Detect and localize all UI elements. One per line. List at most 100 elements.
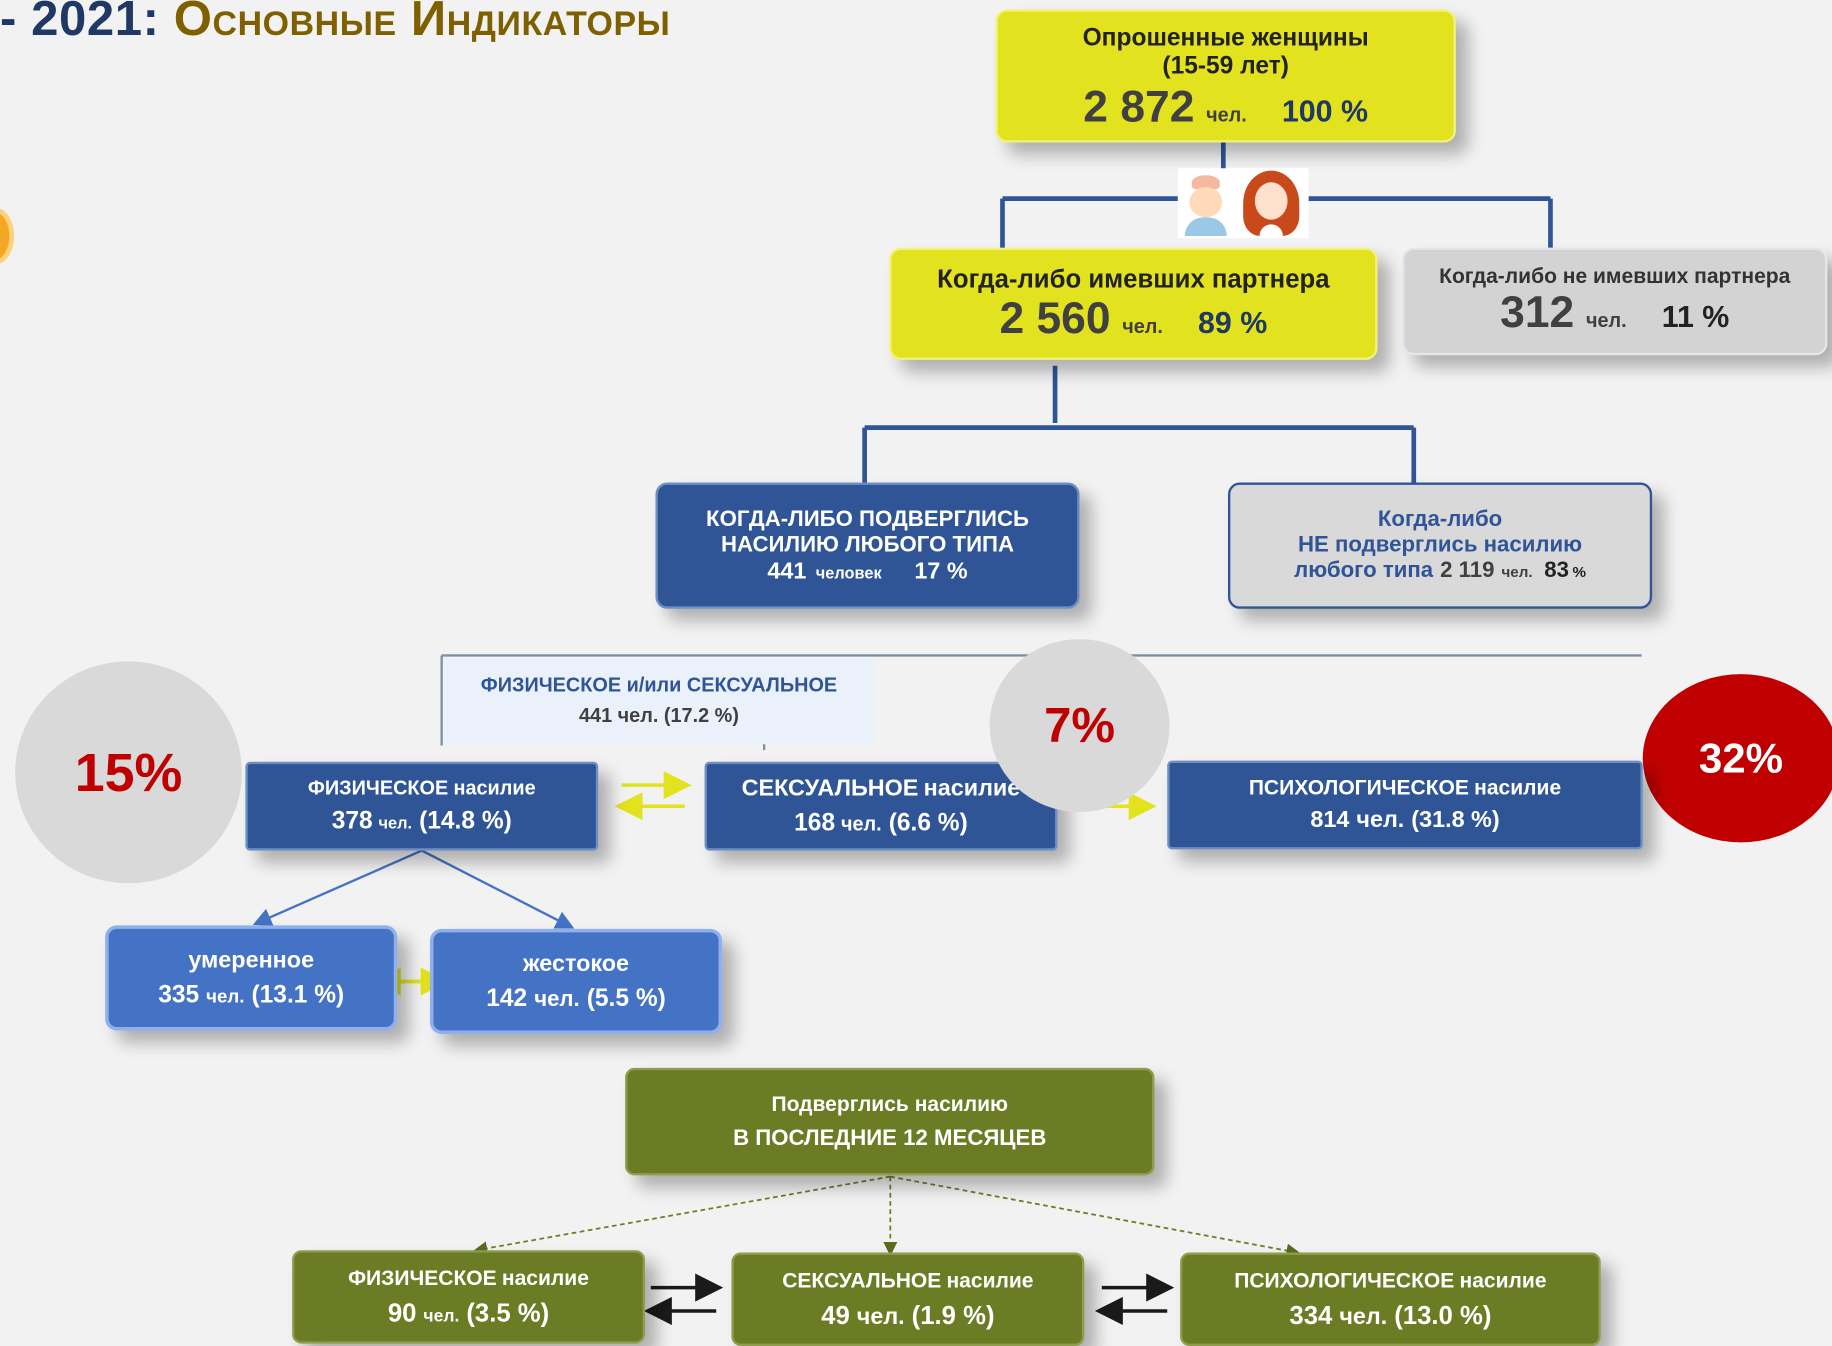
title-prefix: - 2021: xyxy=(0,0,160,46)
violence-any-line2: НАСИЛИЮ ЛЮБОГО ТИПА xyxy=(721,532,1015,557)
no-violence-line2: НЕ подверглись насилию xyxy=(1298,532,1583,558)
psych-violence-box: ПСИХОЛОГИЧЕСКОЕ насилие 814 чел. (31.8 %… xyxy=(1167,760,1643,850)
young-woman-icon xyxy=(1239,170,1304,237)
severe-unit: чел. xyxy=(534,986,580,1012)
last12-sexual-percent: (1.9 %) xyxy=(911,1299,995,1330)
circle-15-label: 15% xyxy=(74,741,183,803)
physical-violence-stats: 378 чел. (14.8 %) xyxy=(332,807,512,835)
severe-violence-box: жестокое 142 чел. (5.5 %) xyxy=(429,928,723,1035)
older-woman-icon xyxy=(1182,175,1229,237)
no-violence-box: Когда-либо НЕ подверглись насилию любого… xyxy=(1227,482,1653,609)
physical-violence-box: ФИЗИЧЕСКОЕ насилие 378 чел. (14.8 %) xyxy=(245,761,599,851)
surveyed-label: Опрошенные женщины xyxy=(1082,23,1369,51)
phys-sex-value: 441 чел. (17.2 %) xyxy=(578,704,739,727)
last12-physical-box: ФИЗИЧЕСКОЕ насилие 90 чел. (3.5 %) xyxy=(292,1250,645,1344)
had-partner-box: Когда-либо имевших партнера 2 560 чел. 8… xyxy=(889,247,1378,360)
sexual-violence-box: СЕКСУАЛЬНОЕ насилие 168 чел. (6.6 %) xyxy=(704,761,1058,851)
no-partner-stats: 312 чел. 11 % xyxy=(1500,289,1729,339)
no-violence-percent: 83 xyxy=(1544,558,1569,584)
physical-count: 378 xyxy=(331,807,373,835)
circle-7-label: 7% xyxy=(1044,697,1116,753)
violence-any-count: 441 xyxy=(767,557,807,584)
last12-line2: В ПОСЛЕДНИЕ 12 МЕСЯЦЕВ xyxy=(733,1125,1047,1151)
severe-percent: (5.5 %) xyxy=(586,984,666,1012)
last12-psych-count: 334 xyxy=(1289,1299,1333,1330)
moderate-stats: 335 чел. (13.1 %) xyxy=(158,981,344,1009)
sexual-unit: чел. xyxy=(840,812,882,835)
no-partner-count: 312 xyxy=(1500,288,1575,338)
surveyed-count: 2 872 xyxy=(1083,82,1195,132)
had-partner-percent: 89 % xyxy=(1198,304,1268,340)
last12-sexual-label: СЕКСУАЛЬНОЕ насилие xyxy=(782,1268,1033,1293)
page-title: - 2021: Основные Индикаторы xyxy=(0,0,670,47)
phys-sex-label: ФИЗИЧЕСКОЕ и/или СЕКСУАЛЬНОЕ xyxy=(480,674,838,697)
sun-icon xyxy=(0,207,15,265)
last12-sexual-box: СЕКСУАЛЬНОЕ насилие 49 чел. (1.9 %) xyxy=(731,1252,1085,1346)
no-violence-unit: чел. xyxy=(1501,563,1533,581)
psych-count: 814 xyxy=(1310,807,1350,834)
surveyed-unit: чел. xyxy=(1206,103,1247,126)
sexual-tail: насилие xyxy=(923,775,1021,801)
severe-count: 142 xyxy=(486,984,528,1012)
last12-physical-unit: чел. xyxy=(423,1305,460,1326)
last12-physical-label: ФИЗИЧЕСКОЕ насилие xyxy=(348,1266,589,1291)
physical-percent: (14.8 %) xyxy=(419,807,512,835)
title-rest: Основные Индикаторы xyxy=(173,0,671,46)
no-partner-percent: 11 % xyxy=(1661,299,1730,335)
had-partner-label: Когда-либо имевших партнера xyxy=(937,263,1330,293)
no-violence-line3: любого типа 2 119 чел. 83 % xyxy=(1294,558,1586,584)
no-violence-line1: Когда-либо xyxy=(1377,507,1503,532)
psych-unit: чел. xyxy=(1356,807,1405,834)
physical-tail: насилие xyxy=(453,776,536,800)
surveyed-age: (15-59 лет) xyxy=(1162,51,1289,79)
psych-caps: ПСИХОЛОГИЧЕСКОЕ xyxy=(1248,775,1469,800)
last12-physical-count: 90 xyxy=(387,1297,417,1327)
last12-psych-box: ПСИХОЛОГИЧЕСКОЕ насилие 334 чел. (13.0 %… xyxy=(1180,1252,1601,1346)
violence-any-stats: 441 человек 17 % xyxy=(767,558,967,585)
last12-header-box: Подверглись насилию В ПОСЛЕДНИЕ 12 МЕСЯЦ… xyxy=(625,1067,1155,1176)
no-violence-count: 2 119 xyxy=(1440,558,1495,584)
had-partner-count: 2 560 xyxy=(999,293,1111,343)
phys-sex-header: ФИЗИЧЕСКОЕ и/или СЕКСУАЛЬНОЕ 441 чел. (1… xyxy=(443,657,874,745)
sexual-percent: (6.6 %) xyxy=(888,809,968,836)
circle-7-percent: 7% xyxy=(989,639,1170,813)
physical-unit: чел. xyxy=(378,813,413,832)
last12-psych-stats: 334 чел. (13.0 %) xyxy=(1289,1300,1491,1330)
last12-psych-percent: (13.0 %) xyxy=(1394,1299,1492,1330)
last12-sexual-tail: насилие xyxy=(946,1268,1034,1292)
surveyed-women-box: Опрошенные женщины (15-59 лет) 2 872 чел… xyxy=(995,9,1456,143)
severe-label: жестокое xyxy=(523,950,630,977)
last12-psych-tail: насилие xyxy=(1459,1268,1547,1292)
no-violence-prefix: любого типа xyxy=(1294,558,1434,584)
last12-psych-unit: чел. xyxy=(1339,1303,1388,1330)
last12-physical-percent: (3.5 %) xyxy=(466,1297,550,1327)
no-partner-label: Когда-либо не имевших партнера xyxy=(1439,264,1791,288)
moderate-count: 335 xyxy=(158,980,200,1008)
physical-violence-label: ФИЗИЧЕСКОЕ насилие xyxy=(308,777,536,800)
violence-any-unit: человек xyxy=(815,562,882,582)
last12-sexual-stats: 49 чел. (1.9 %) xyxy=(821,1300,994,1330)
circle-32-label: 32% xyxy=(1698,733,1784,782)
had-partner-stats: 2 560 чел. 89 % xyxy=(999,294,1267,344)
last12-physical-tail: насилие xyxy=(501,1265,589,1290)
last12-psych-label: ПСИХОЛОГИЧЕСКОЕ насилие xyxy=(1234,1268,1546,1293)
psych-violence-stats: 814 чел. (31.8 %) xyxy=(1310,807,1499,834)
violence-any-box: КОГДА-ЛИБО ПОДВЕРГЛИСЬ НАСИЛИЮ ЛЮБОГО ТИ… xyxy=(655,482,1080,609)
last12-physical-caps: ФИЗИЧЕСКОЕ xyxy=(348,1265,497,1290)
physical-caps: ФИЗИЧЕСКОЕ xyxy=(307,776,449,800)
circle-15-percent: 15% xyxy=(15,661,242,884)
moderate-percent: (13.1 %) xyxy=(251,980,345,1008)
violence-any-line1: КОГДА-ЛИБО ПОДВЕРГЛИСЬ xyxy=(706,506,1030,532)
moderate-label: умеренное xyxy=(188,946,315,973)
surveyed-stats: 2 872 чел. 100 % xyxy=(1083,82,1368,132)
sexual-violence-stats: 168 чел. (6.6 %) xyxy=(794,809,968,837)
surveyed-percent: 100 % xyxy=(1281,92,1369,128)
no-partner-unit: чел. xyxy=(1585,309,1627,332)
last12-psych-caps: ПСИХОЛОГИЧЕСКОЕ xyxy=(1234,1268,1455,1292)
no-partner-box: Когда-либо не имевших партнера 312 чел. … xyxy=(1402,247,1828,356)
severe-stats: 142 чел. (5.5 %) xyxy=(486,984,666,1012)
moderate-violence-box: умеренное 335 чел. (13.1 %) xyxy=(105,925,398,1031)
sexual-caps: СЕКСУАЛЬНОЕ xyxy=(741,775,919,801)
psych-percent: (31.8 %) xyxy=(1411,807,1500,834)
